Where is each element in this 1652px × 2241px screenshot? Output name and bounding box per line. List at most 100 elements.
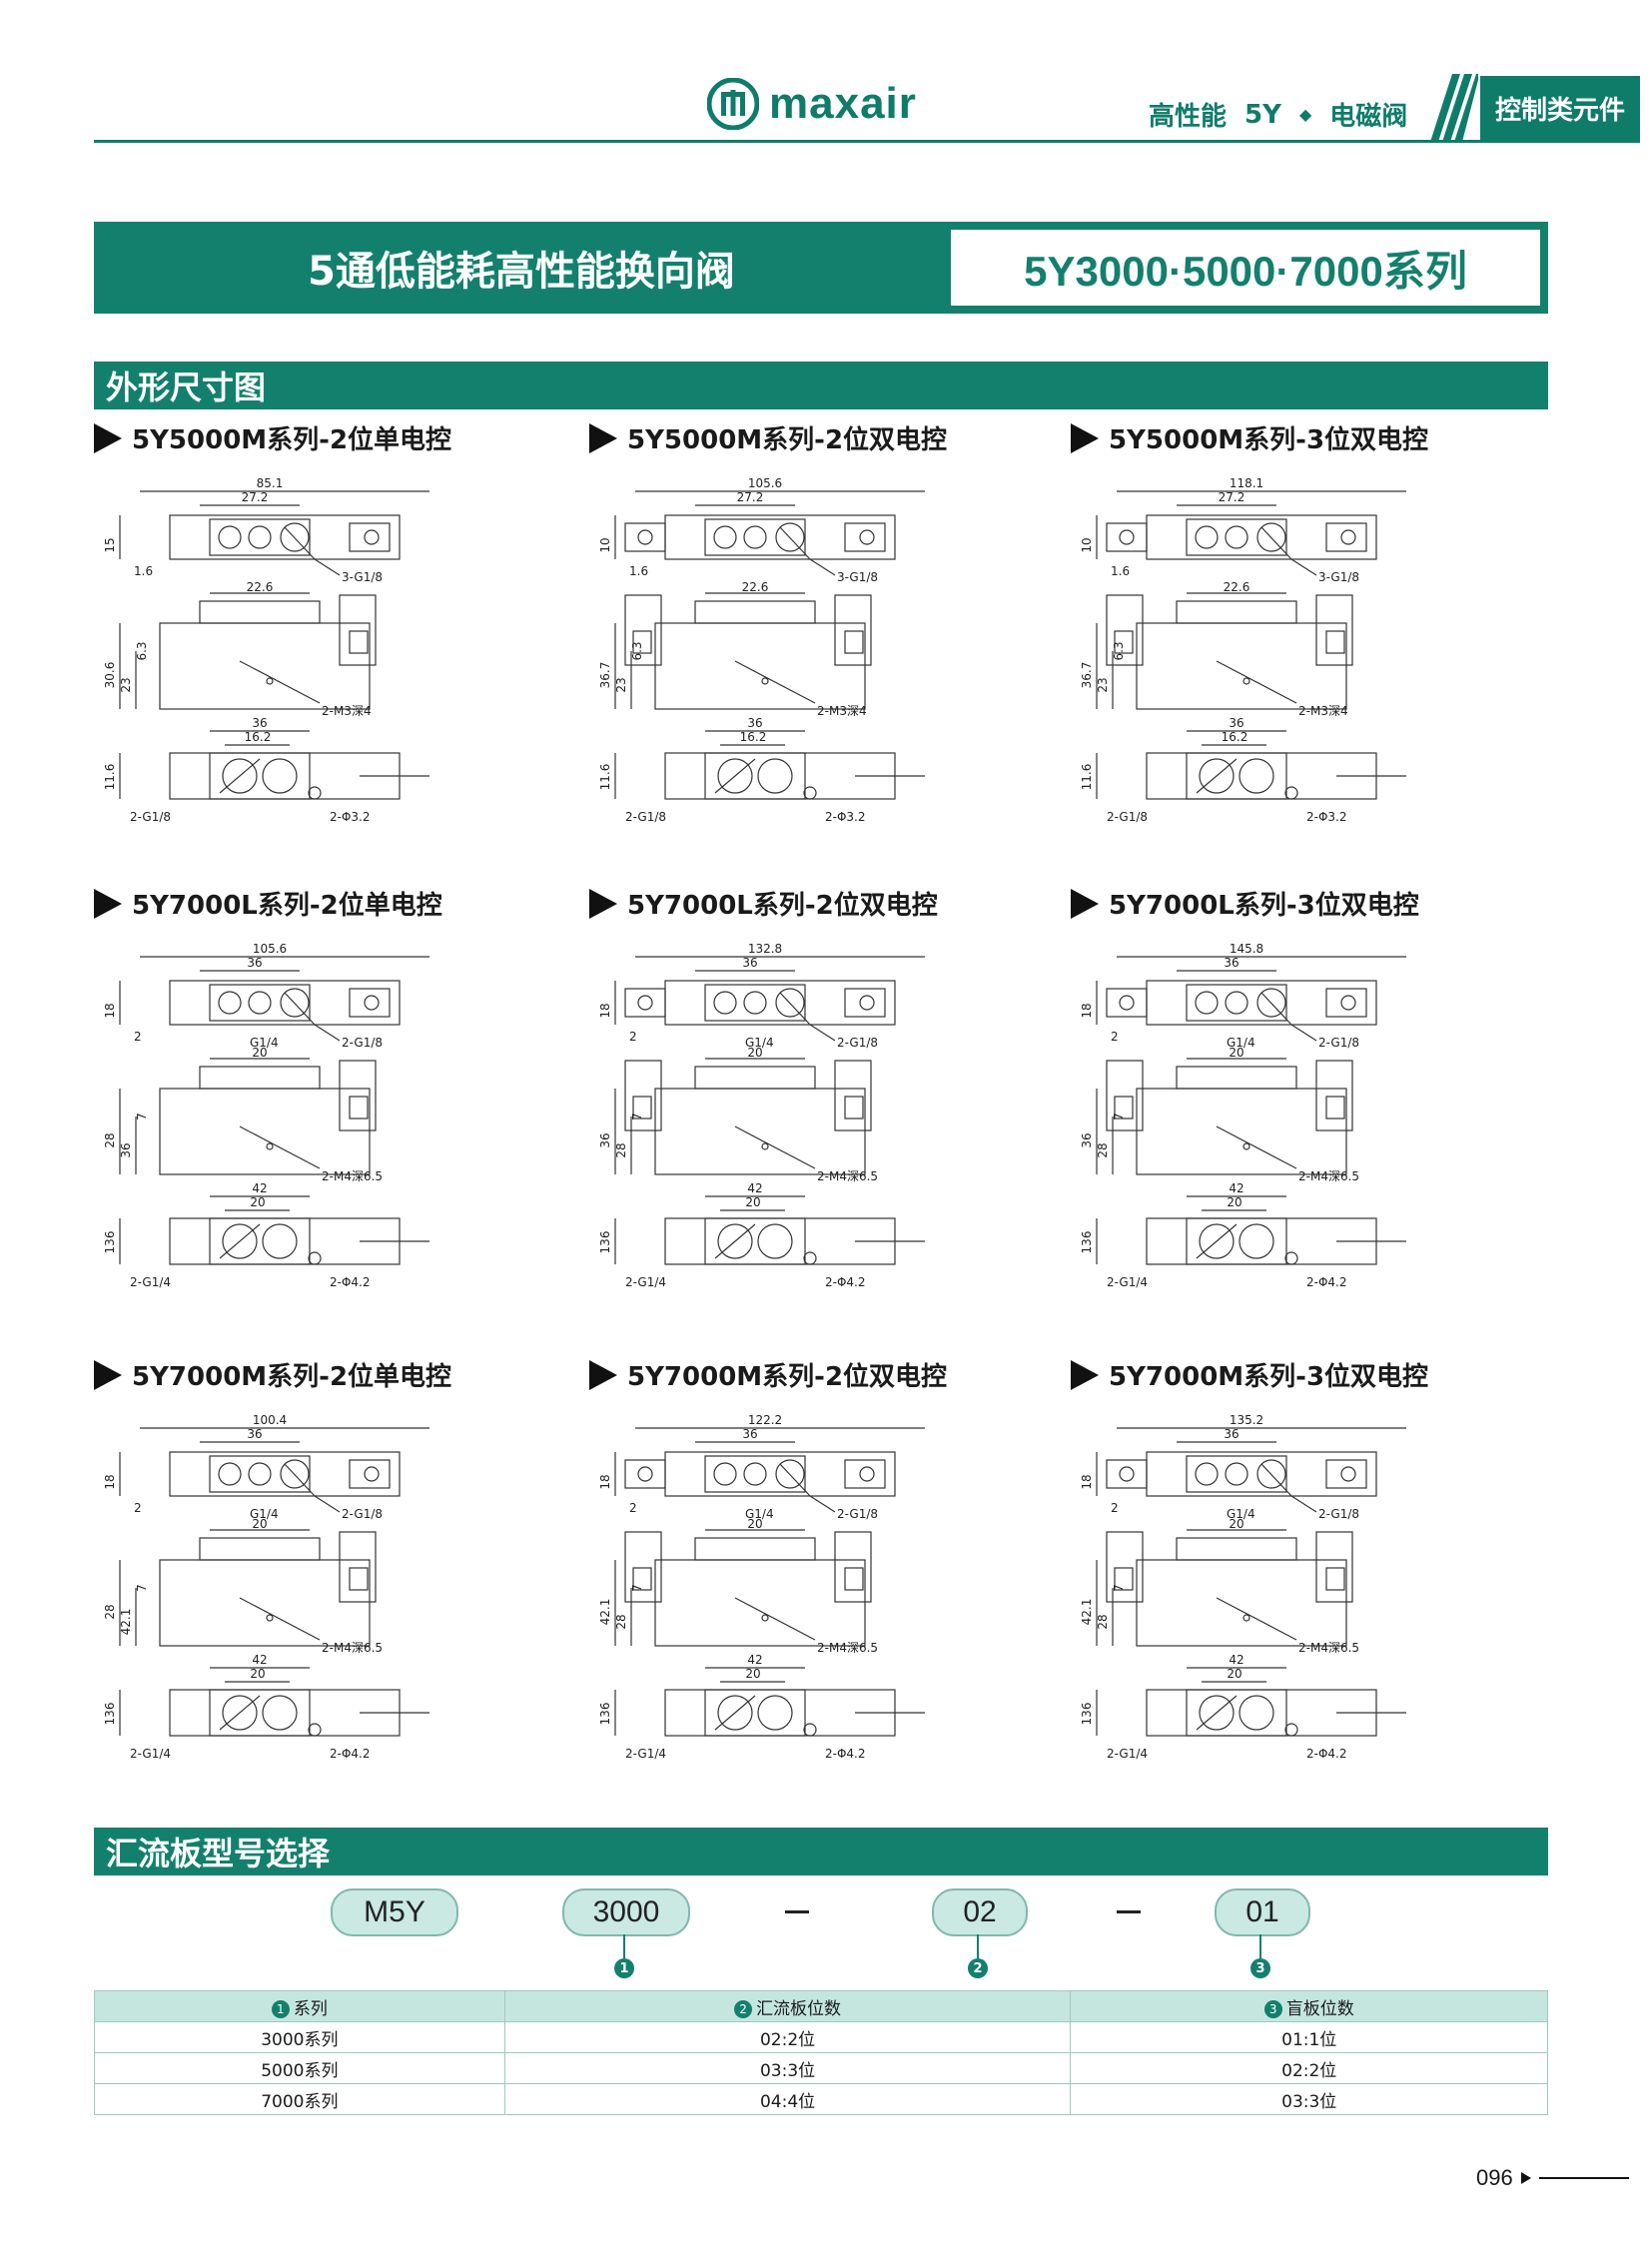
dimension-label: 36.7: [1080, 662, 1094, 689]
dimension-label: 136: [103, 1703, 117, 1726]
table-row: 7000系列 04:4位 03:3位: [94, 2083, 1548, 2115]
dimension-label: 2-M3深4: [817, 704, 867, 718]
dimension-label: 3-G1/8: [342, 570, 383, 584]
dimension-label: 2-G1/4: [130, 1747, 171, 1761]
dimension-label: 105.6: [748, 476, 782, 490]
dimension-label: 36: [742, 956, 757, 970]
table-cell: 3000系列: [94, 2021, 505, 2053]
dimension-label: G1/4: [1227, 1036, 1255, 1050]
table-cell: 02:2位: [1070, 2052, 1548, 2084]
dimension-label: 135.2: [1230, 1413, 1263, 1427]
diagram-title-text: 5Y5000M系列-3位双电控: [1109, 425, 1429, 455]
dimension-label: 2-Φ3.2: [825, 810, 866, 824]
diagram-title-text: 5Y7000M系列-3位双电控: [1109, 1362, 1429, 1392]
code-leader: [623, 1934, 625, 1958]
dimension-label: 42: [252, 1181, 267, 1195]
dimension-label: 27.2: [242, 490, 269, 504]
maxair-logo-icon: [707, 78, 759, 130]
code-part-prefix: M5Y: [331, 1888, 458, 1936]
code-part-blanks: 01: [1215, 1888, 1310, 1936]
dimension-label: 7: [1112, 1113, 1126, 1120]
table-cell: 01:1位: [1070, 2021, 1548, 2053]
dimension-label: 42: [1229, 1653, 1243, 1667]
triangle-bullet-icon: [1071, 1359, 1099, 1390]
dimension-label: 2-M4深6.5: [1298, 1169, 1359, 1183]
dimension-label: 20: [1227, 1667, 1241, 1681]
dimension-label: 36: [742, 1427, 757, 1441]
dimension-label: 1.6: [629, 564, 648, 578]
diagram-title-text: 5Y7000L系列-2位双电控: [627, 891, 938, 921]
diagram-title: 5Y5000M系列-2位双电控: [589, 419, 947, 456]
triangle-bullet-icon: [589, 1359, 617, 1390]
dimension-label: 16.2: [1222, 730, 1248, 744]
dimension-label: 28: [614, 1142, 628, 1157]
dimension-label: 28: [1096, 1142, 1110, 1157]
dimension-label: 7: [1112, 1584, 1126, 1592]
dimension-label: 20: [1229, 1046, 1243, 1060]
diagram-title: 5Y7000M系列-3位双电控: [1071, 1356, 1428, 1393]
dimension-label: 2-Φ4.2: [1306, 1747, 1347, 1761]
dimension-label: 28: [103, 1132, 117, 1147]
dimension-label: 18: [598, 1474, 612, 1489]
dimension-label: 2: [1111, 1501, 1119, 1515]
dimension-label: 27.2: [1219, 490, 1245, 504]
dimension-label: 136: [1080, 1703, 1094, 1726]
diagram-title: 5Y7000L系列-2位单电控: [94, 885, 442, 922]
diagram-title-text: 5Y5000M系列-2位双电控: [627, 425, 948, 455]
dimension-label: 2: [1111, 1030, 1119, 1044]
table-cell: 03:3位: [503, 2052, 1072, 2084]
diagram-title: 5Y7000M系列-2位单电控: [94, 1356, 451, 1393]
dimension-label: 36: [1224, 956, 1239, 970]
triangle-bullet-icon: [1071, 422, 1099, 453]
diagram-title-text: 5Y7000M系列-2位双电控: [627, 1362, 948, 1392]
table-cell: 5000系列: [94, 2052, 505, 2084]
dimension-label: 10: [1080, 537, 1094, 552]
badge-1: 1: [614, 1958, 634, 1978]
dimension-label: 6.3: [135, 641, 149, 660]
dimension-label: 2: [134, 1501, 142, 1515]
dimension-label: 10: [598, 537, 612, 552]
triangle-bullet-icon: [94, 1359, 122, 1390]
series-title: 5Y3000·5000·7000系列: [951, 230, 1540, 306]
dimension-label: 36: [598, 1132, 612, 1147]
dimension-label: 11.6: [1080, 764, 1094, 791]
dimension-label: 28: [103, 1604, 117, 1619]
dimension-label: 42: [252, 1653, 267, 1667]
dimension-label: 22.6: [1224, 580, 1250, 594]
category-badge: 控制类元件: [1480, 76, 1640, 140]
dimension-label: 2-G1/8: [342, 1036, 383, 1050]
dimension-label: 36: [252, 716, 267, 730]
page-number: 096: [1476, 2165, 1629, 2191]
dimension-label: 2-M4深6.5: [322, 1169, 383, 1183]
dimension-label: 20: [250, 1195, 265, 1209]
dimension-label: 2-M4深6.5: [1298, 1641, 1359, 1655]
dimension-label: 136: [598, 1231, 612, 1254]
diagram-title: 5Y7000L系列-2位双电控: [589, 885, 938, 922]
breadcrumb-item: 高性能: [1149, 102, 1228, 132]
dimension-label: 15: [103, 537, 117, 552]
dimension-label: 2-Φ4.2: [330, 1747, 371, 1761]
dimension-label: 30.6: [103, 662, 117, 689]
dimension-label: 11.6: [103, 764, 117, 791]
code-dash: [1117, 1910, 1141, 1913]
dimension-label: 2-Φ4.2: [330, 1275, 371, 1289]
dimension-label: G1/4: [745, 1507, 774, 1521]
triangle-bullet-icon: [589, 422, 617, 453]
dimension-label: 100.4: [253, 1413, 287, 1427]
header-rule: [94, 140, 1640, 143]
dimension-label: 2-G1/8: [1107, 810, 1148, 824]
dimension-label: G1/4: [250, 1507, 279, 1521]
dimension-label: 23: [119, 677, 133, 692]
dimension-label: 2-G1/4: [625, 1747, 666, 1761]
table-row: 5000系列 03:3位 02:2位: [94, 2052, 1548, 2084]
dimension-label: 6.3: [630, 641, 644, 660]
dimension-label: 22.6: [742, 580, 769, 594]
dimension-label: 20: [252, 1046, 267, 1060]
